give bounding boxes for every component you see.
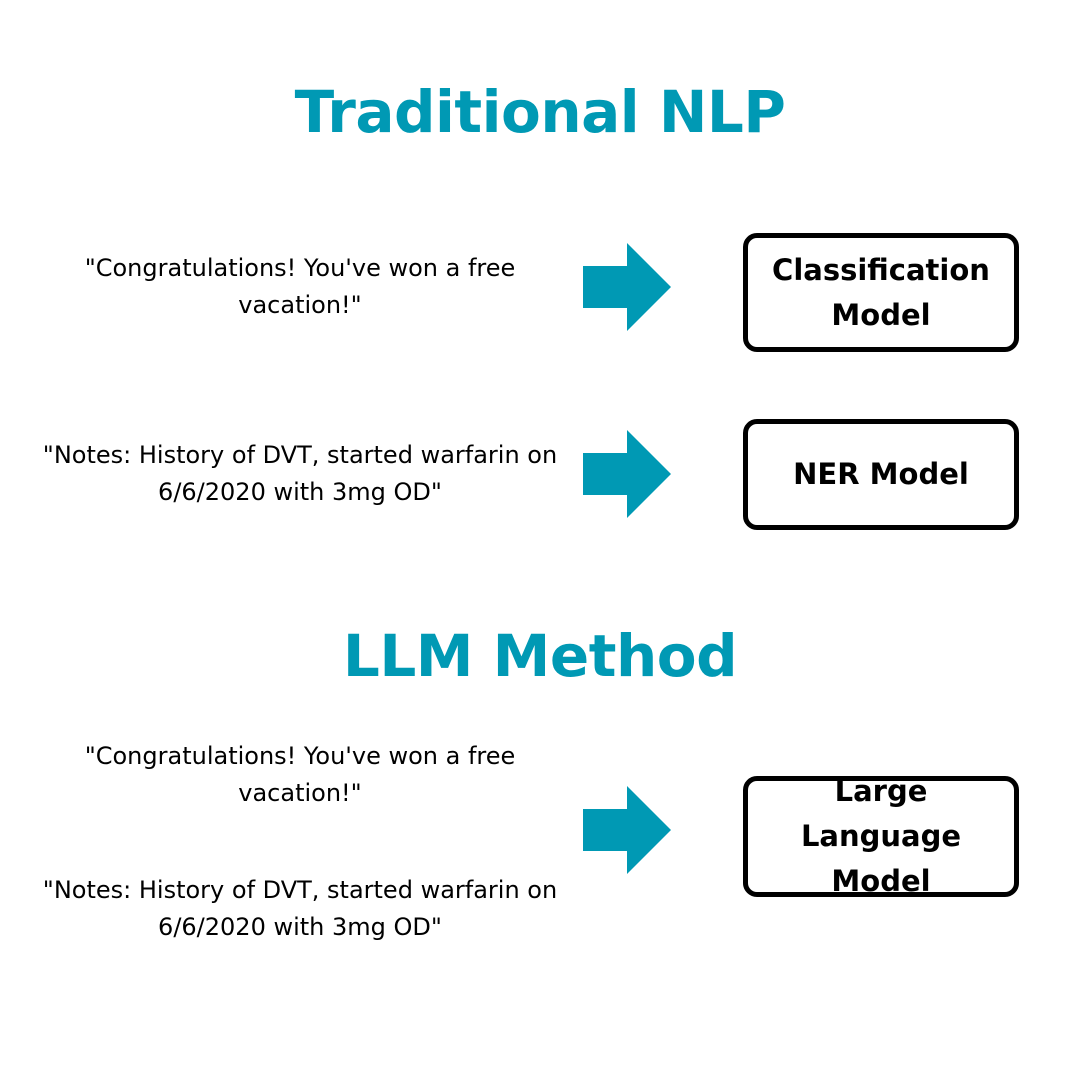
- spam-example-input: "Congratulations! You've won a free vaca…: [84, 254, 516, 319]
- traditional-nlp-heading: Traditional NLP: [294, 78, 786, 146]
- classification-model-box: Classification Model: [743, 233, 1019, 352]
- arrow-right-icon: [583, 786, 671, 874]
- large-language-model-box: Large Language Model: [743, 774, 1019, 898]
- spam-example-input: "Congratulations! You've won a free vaca…: [84, 742, 516, 807]
- arrow-right-icon: [583, 243, 671, 331]
- llm-method-heading: LLM Method: [342, 622, 738, 690]
- clinical-note-example-input: "Notes: History of DVT, started warfarin…: [42, 876, 558, 941]
- clinical-note-example-input: "Notes: History of DVT, started warfarin…: [42, 441, 558, 506]
- ner-model-box: NER Model: [743, 419, 1019, 530]
- arrow-right-icon: [583, 430, 671, 518]
